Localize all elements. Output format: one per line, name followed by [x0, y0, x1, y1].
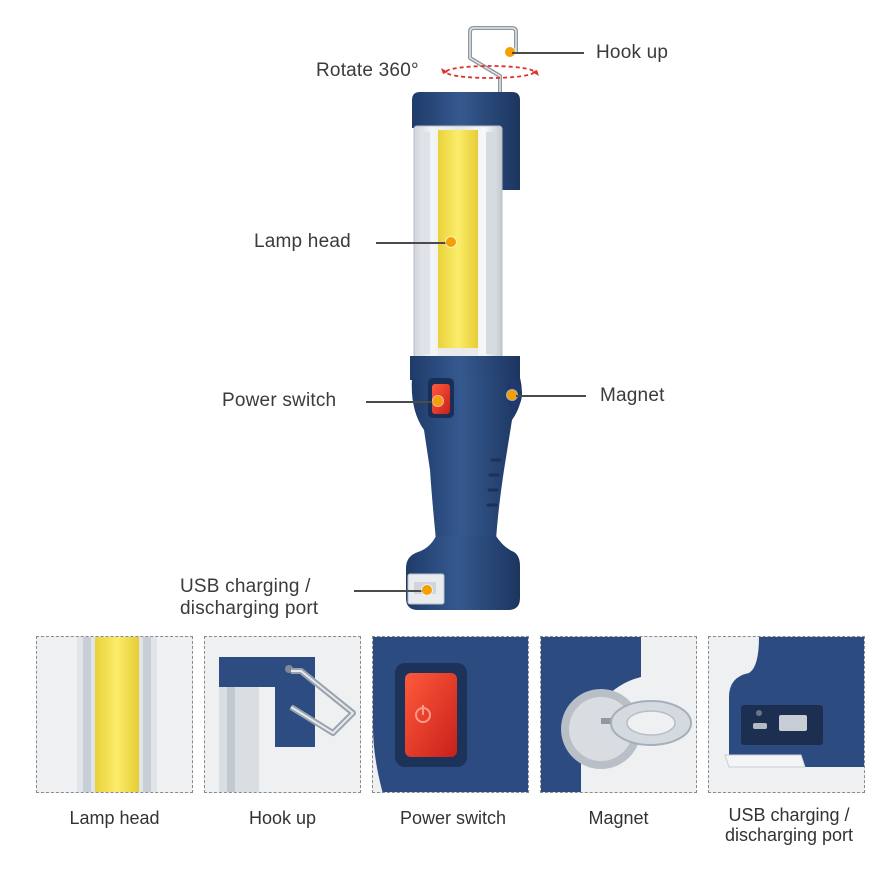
detail-power-switch — [372, 636, 529, 793]
hook-up-leader — [512, 52, 584, 54]
rotate-label: Rotate 360° — [316, 60, 419, 81]
magnet-leader — [516, 395, 586, 397]
detail-hook-up — [204, 636, 361, 793]
caption-lamp-head: Lamp head — [69, 808, 160, 828]
hook-up-label: Hook up — [596, 42, 669, 63]
magnet-dot — [507, 390, 517, 400]
detail-magnet — [540, 636, 697, 793]
caption-magnet: Magnet — [588, 808, 649, 828]
cob-led-strip — [438, 130, 478, 352]
detail-lamp-head — [36, 636, 193, 793]
usb-label-line2: discharging port — [180, 598, 319, 619]
usb-dot — [422, 585, 432, 595]
usb-label: USB charging / discharging port — [180, 576, 360, 620]
caption-usb-port: USB charging / discharging port — [706, 805, 872, 845]
power-switch-label: Power switch — [222, 390, 337, 411]
top-cap — [412, 92, 520, 190]
collar — [410, 356, 520, 380]
work-light-illustration — [406, 26, 539, 610]
power-switch-dot — [433, 396, 443, 406]
detail-usb-port — [708, 636, 865, 793]
caption-power-switch: Power switch — [399, 808, 507, 828]
lamp-head-label: Lamp head — [254, 231, 351, 252]
lamp-head-dot — [446, 237, 456, 247]
usb-label-line1: USB charging / — [180, 576, 311, 597]
usb-leader — [354, 590, 424, 592]
magnet-label: Magnet — [600, 385, 665, 406]
lamp-head-leader — [376, 242, 448, 244]
handle — [411, 378, 522, 540]
caption-usb-line1: USB charging / — [728, 805, 850, 825]
caption-hook-up: Hook up — [248, 808, 317, 828]
power-switch-leader — [366, 401, 436, 403]
hook-up-dot — [505, 47, 515, 57]
caption-usb-line2: discharging port — [724, 825, 854, 845]
